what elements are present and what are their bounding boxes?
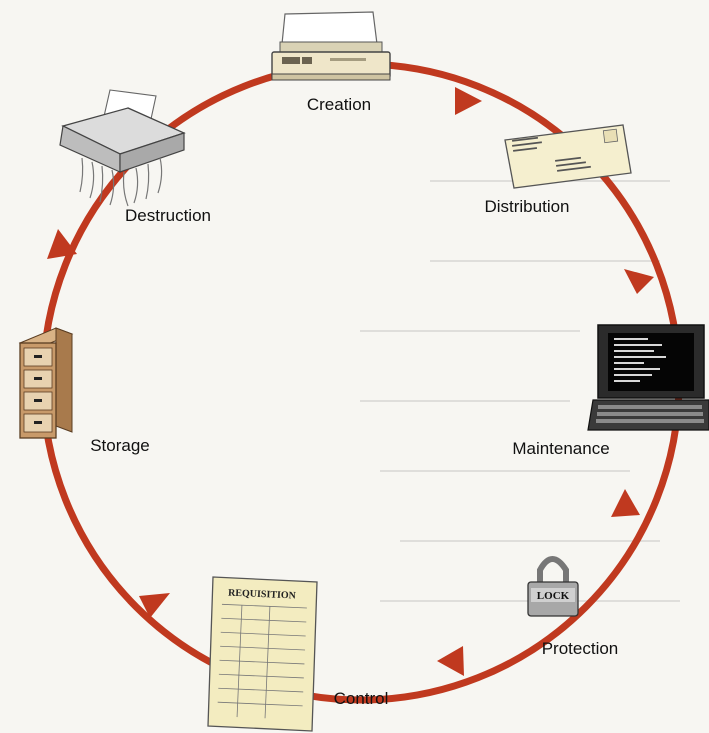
padlock-icon: LOCK bbox=[527, 556, 579, 617]
label-protection: Protection bbox=[542, 639, 619, 658]
arrow-protection-to-control bbox=[437, 646, 464, 676]
label-destruction: Destruction bbox=[125, 206, 211, 225]
label-control: Control bbox=[334, 689, 389, 708]
arrow-distribution-to-maintenance bbox=[624, 269, 654, 294]
cycle-arrows bbox=[47, 87, 654, 676]
printer-icon bbox=[271, 11, 391, 81]
label-distribution: Distribution bbox=[484, 197, 569, 216]
label-storage: Storage bbox=[90, 436, 150, 455]
label-maintenance: Maintenance bbox=[512, 439, 609, 458]
shredder-icon bbox=[59, 89, 186, 207]
envelope-icon bbox=[504, 124, 632, 189]
label-creation: Creation bbox=[307, 95, 371, 114]
arrow-storage-to-destruction bbox=[47, 229, 77, 259]
arrow-control-to-storage bbox=[139, 593, 170, 618]
arrow-creation-to-distribution bbox=[455, 87, 482, 115]
padlock-text: LOCK bbox=[537, 590, 570, 602]
computer-icon bbox=[587, 324, 709, 431]
arrow-maintenance-to-protection bbox=[611, 489, 640, 517]
file-cabinet-icon bbox=[18, 327, 74, 439]
requisition-form-icon: REQUISITION bbox=[207, 576, 318, 732]
stage-labels: Creation Distribution Maintenance Protec… bbox=[90, 95, 618, 708]
form-title: REQUISITION bbox=[228, 588, 297, 602]
